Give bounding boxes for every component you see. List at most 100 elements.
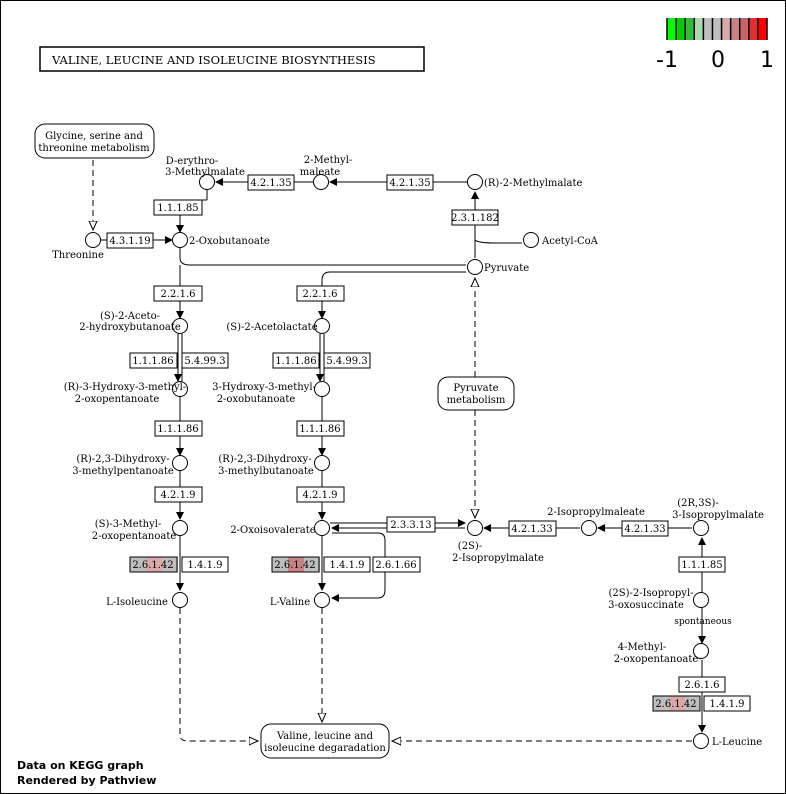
enzyme-1-4-1-9[interactable]: 1.4.1.9 [703,695,751,712]
compound-label: (S)-3-Methyl- [95,519,162,530]
compound-2-oxoisovalerate[interactable] [314,520,330,536]
compound-label: (S)-2-Aceto- [100,311,160,322]
enzyme-2-6-1-66[interactable]: 2.6.1.66 [372,556,421,573]
compound-2-oxobutanoate[interactable] [172,232,188,248]
enzyme-2-6-1-42-colored[interactable]: 2.6.1.42 [129,556,178,573]
legend-min-label: -1 [656,48,678,73]
compound-label: 2-Isopropylmaleate [547,507,645,518]
map-label: threonine metabolism [38,143,150,154]
compound-s-2-acetolactate[interactable] [314,318,330,334]
compound-label: 2-oxopentanoate [614,654,699,665]
compound-label: Acetyl-CoA [541,236,599,247]
compound-2-methylmaleate[interactable] [313,174,329,190]
enzyme-label: 4.2.1.9 [161,490,196,501]
compound-l-leucine[interactable] [693,733,709,749]
compound-s-3-methyl-2-oxopentanoate[interactable] [172,520,188,536]
enzyme-1-1-1-86[interactable]: 1.1.1.86 [129,352,178,369]
enzyme-4-2-1-9[interactable]: 4.2.1.9 [296,486,345,503]
compound-label: 2-oxobutanoate [217,394,296,405]
enzyme-1-1-1-86[interactable]: 1.1.1.86 [296,420,345,437]
compound-label: (R)-3-Hydroxy-3-methyl- [64,382,187,393]
enzyme-2-6-1-6[interactable]: 2.6.1.6 [678,676,726,693]
enzyme-label: 2.6.1.42 [655,699,696,710]
enzyme-label: 5.4.99.3 [184,356,225,367]
compound-l-valine[interactable] [314,592,330,608]
compound-label: 2-Isopropylmalate [452,553,544,564]
enzyme-label: 2.3.1.182 [451,213,499,224]
enzyme-2-3-1-182[interactable]: 2.3.1.182 [451,209,499,226]
compound-label: 3-Isopropylmalate [672,510,764,521]
compound-pyruvate[interactable] [467,259,483,275]
compound-dihydroxy-3-methylbutanoate[interactable] [314,455,330,471]
compound-label: L-Isoleucine [106,597,168,608]
enzyme-4-2-1-35[interactable]: 4.2.1.35 [247,174,295,191]
enzyme-4-2-1-9[interactable]: 4.2.1.9 [154,486,203,503]
compound-threonine[interactable] [85,232,101,248]
enzyme-label: 4.2.1.9 [303,490,338,501]
pathway-title: VALINE, LEUCINE AND ISOLEUCINE BIOSYNTHE… [39,46,425,72]
footer-line-2: Rendered by Pathview [17,774,156,787]
compound-label: 2-oxopentanoate [92,531,177,542]
enzyme-2-2-1-6[interactable]: 2.2.1.6 [153,285,203,302]
enzyme-boxes: 4.2.1.35 4.2.1.35 1.1.1.85 2.3.1.182 4.3… [106,174,751,712]
enzyme-1-4-1-9[interactable]: 1.4.1.9 [181,556,229,573]
enzyme-4-2-1-33[interactable]: 4.2.1.33 [508,520,557,537]
compound-dihydroxy-3-methylpentanoate[interactable] [172,455,188,471]
compound-3-hydroxy-3-methyl-2-oxobutanoate[interactable] [314,381,330,397]
enzyme-4-2-1-35[interactable]: 4.2.1.35 [386,174,434,191]
compound-label: (S)-2-Acetolactate [226,322,317,333]
enzyme-2-6-1-42-colored[interactable]: 2.6.1.42 [271,556,320,573]
enzyme-1-1-1-86[interactable]: 1.1.1.86 [154,420,203,437]
compound-nodes [85,174,709,749]
compound-l-isoleucine[interactable] [172,592,188,608]
enzyme-1-1-1-86[interactable]: 1.1.1.86 [272,352,320,369]
enzyme-1-1-1-85[interactable]: 1.1.1.85 [153,199,203,216]
compound-2s-2-isopropyl-3-oxosuccinate[interactable] [693,592,709,608]
compound-2s-2-isopropylmalate[interactable] [467,520,483,536]
map-label: Valine, leucine and [276,731,374,742]
legend-swatch [739,18,749,40]
compound-r-3-hydroxy-3-methyl-2-oxopentanoate[interactable] [172,381,188,397]
compound-label: Pyruvate [484,263,529,274]
enzyme-1-1-1-85[interactable]: 1.1.1.85 [678,556,726,573]
legend-max-label: 1 [760,48,774,73]
enzyme-label: 2.6.1.6 [685,680,720,691]
enzyme-1-4-1-9[interactable]: 1.4.1.9 [323,556,371,573]
compound-label: 3-methylpentanoate [72,466,174,477]
enzyme-2-6-1-42-colored[interactable]: 2.6.1.42 [652,695,701,712]
enzyme-label: 2.6.1.66 [375,560,416,571]
legend-swatch [757,18,767,40]
enzyme-label: 1.1.1.85 [157,203,198,214]
legend-swatch [748,18,758,40]
compound-d-erythro-3-methylmalate[interactable] [199,174,215,190]
compound-r-2-methylmalate[interactable] [467,174,483,190]
map-pyruvate-metabolism[interactable]: Pyruvate metabolism [437,376,515,411]
footer-credit: Data on KEGG graph Rendered by Pathview [17,759,156,787]
enzyme-2-3-3-13[interactable]: 2.3.3.13 [386,516,436,533]
compound-2-isopropylmaleate[interactable] [581,520,597,536]
compound-label: L-Valine [270,597,310,608]
legend-swatch [694,18,704,40]
enzyme-label: 1.4.1.9 [330,560,365,571]
enzyme-5-4-99-3[interactable]: 5.4.99.3 [181,352,229,369]
compound-label: 3-Hydroxy-3-methyl- [212,382,316,393]
enzyme-label: 4.2.1.35 [250,178,291,189]
compound-2r3s-3-isopropylmalate[interactable] [693,520,709,536]
legend-swatch [730,18,740,40]
enzyme-label: 5.4.99.3 [326,356,367,367]
legend-swatch [712,18,722,40]
enzyme-5-4-99-3[interactable]: 5.4.99.3 [323,352,371,369]
compound-label: (2S)- [458,541,482,552]
map-glycine-serine-threonine[interactable]: Glycine, serine and threonine metabolism [34,123,155,159]
enzyme-4-2-1-33[interactable]: 4.2.1.33 [621,520,669,537]
enzyme-2-2-1-6[interactable]: 2.2.1.6 [296,285,345,302]
compound-label: 2-Oxoisovalerate [230,525,315,536]
enzyme-label: 1.4.1.9 [710,699,745,710]
enzyme-label: 4.2.1.33 [511,524,552,535]
enzyme-4-3-1-19[interactable]: 4.3.1.19 [106,232,154,249]
compound-4-methyl-2-oxopentanoate[interactable] [693,643,709,659]
map-valine-leucine-isoleucine-degradation[interactable]: Valine, leucine and isoleucine degaradat… [260,723,390,759]
compound-s-2-aceto-2-hydroxybutanoate[interactable] [172,318,188,334]
enzyme-label: 2.2.1.6 [161,289,196,300]
compound-acetyl-coa[interactable] [523,232,539,248]
